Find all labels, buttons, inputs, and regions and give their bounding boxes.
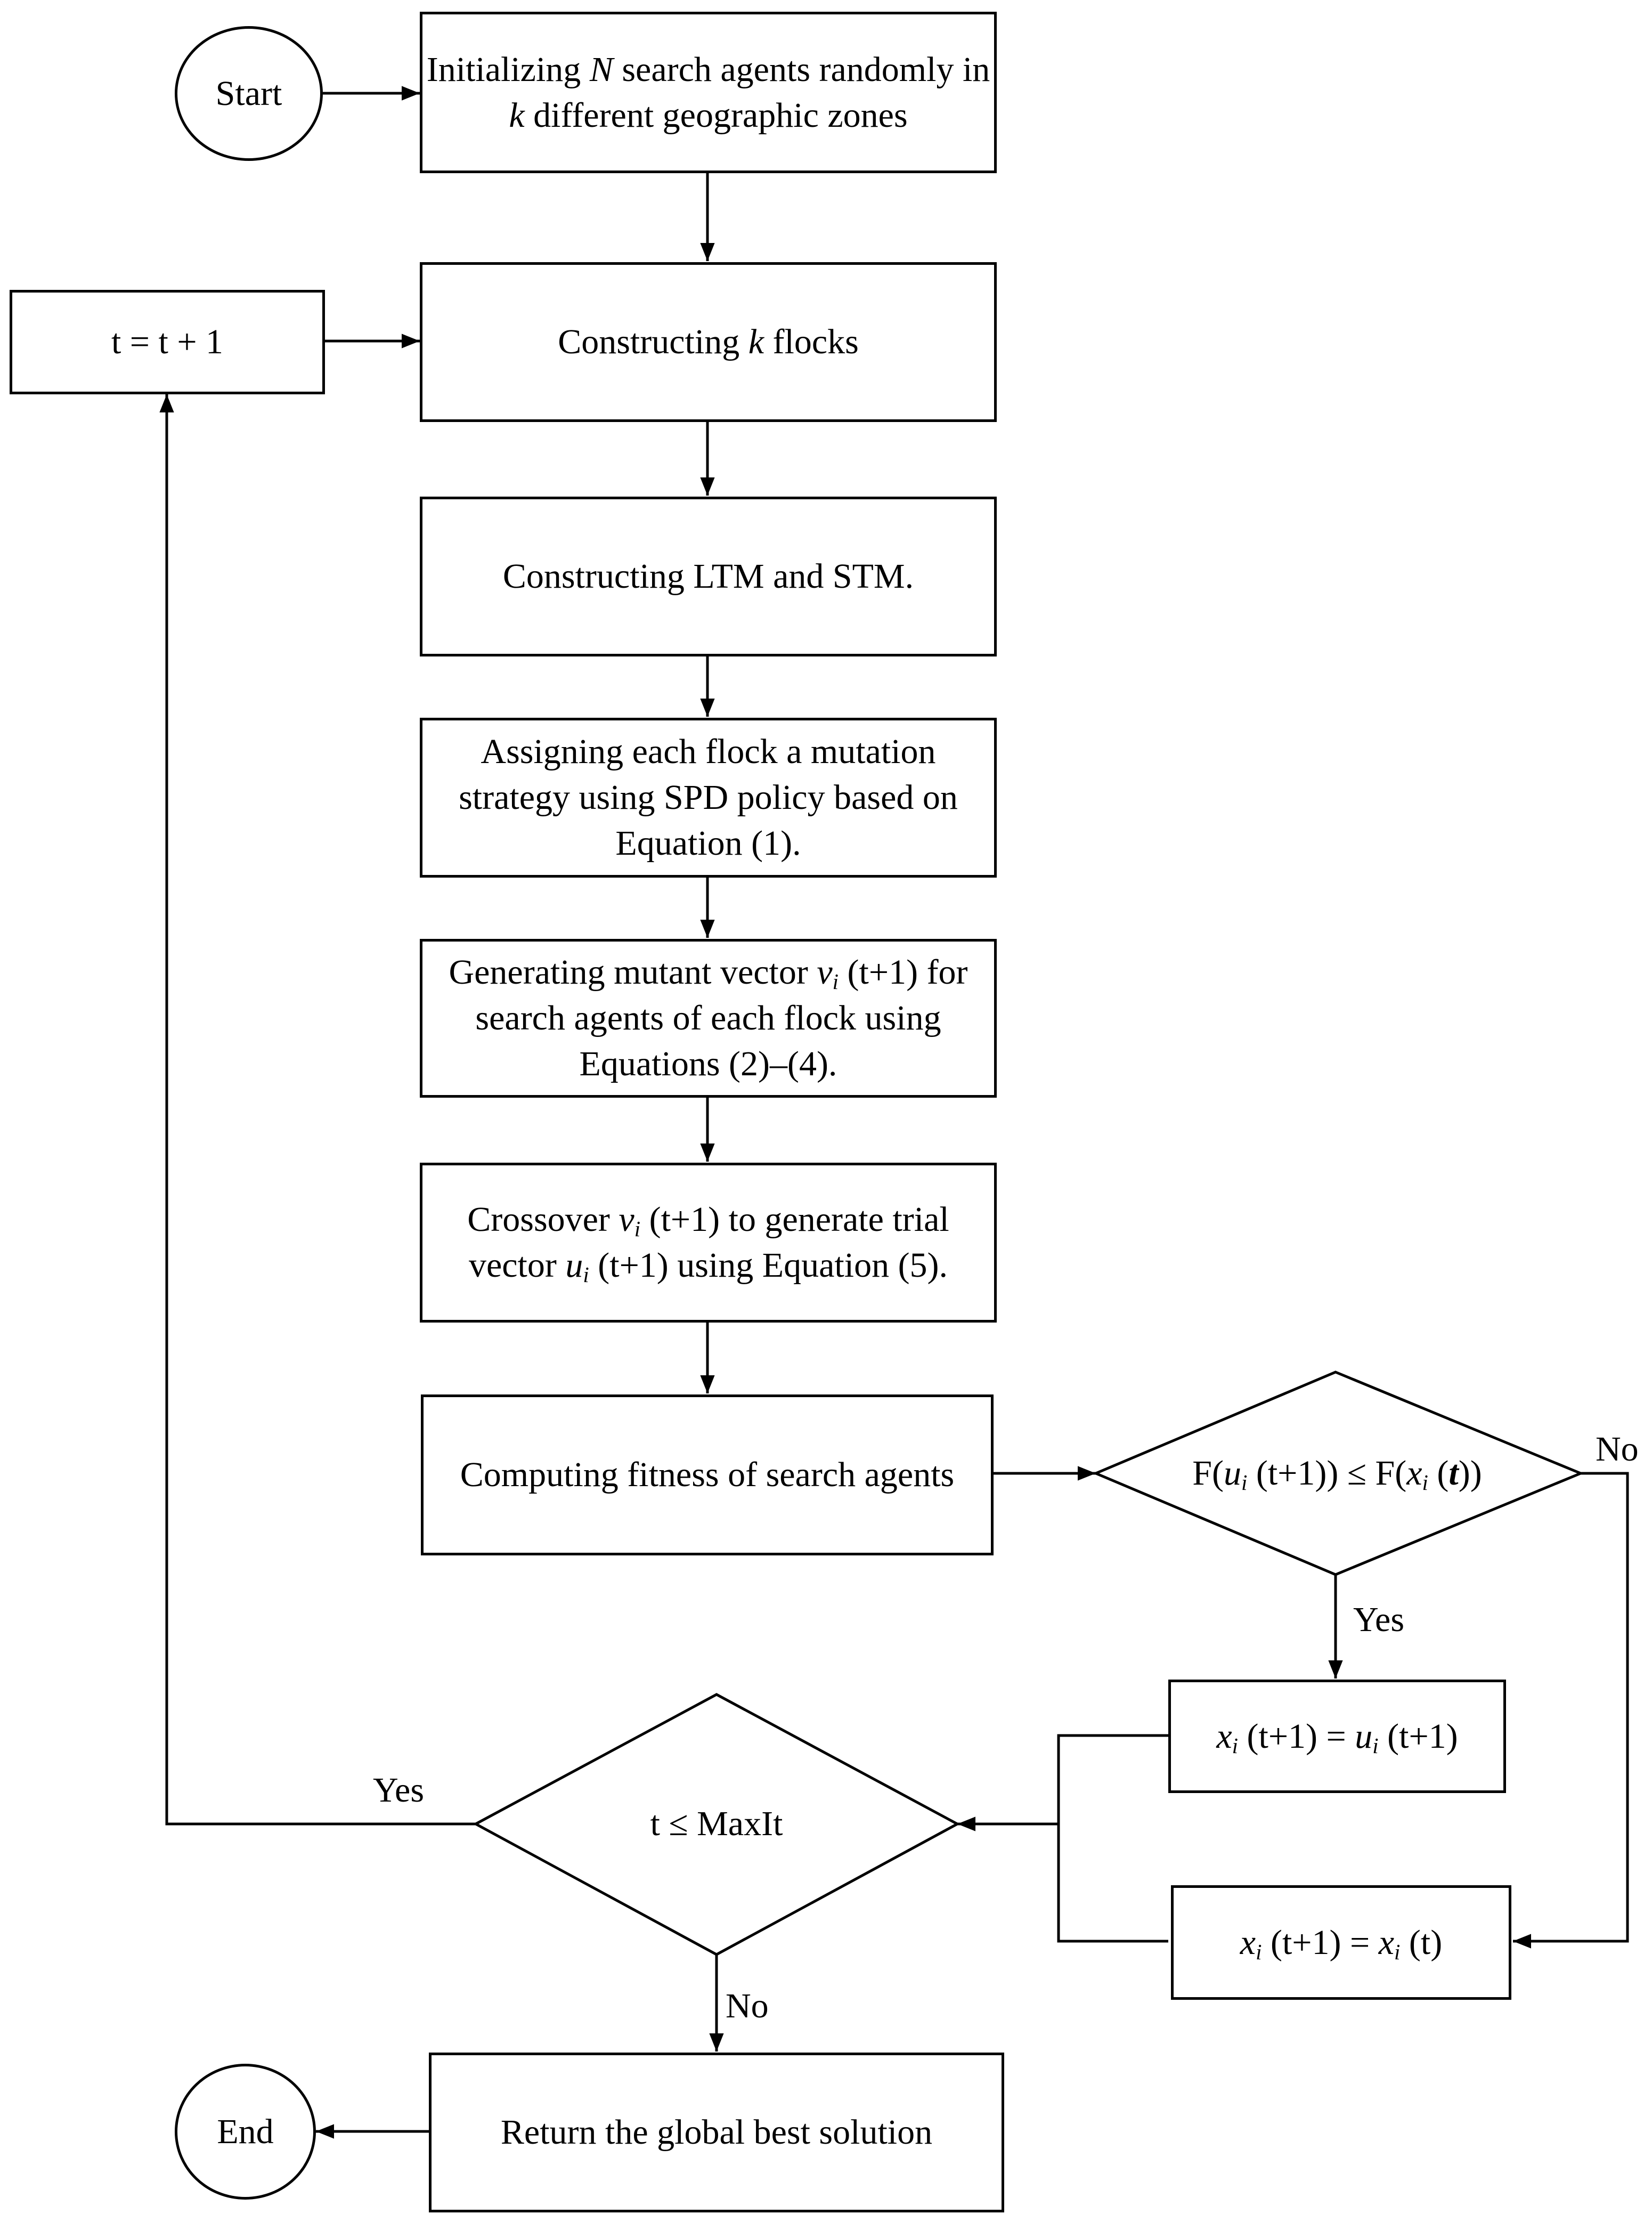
greedy-yes-label: Yes [1353,1600,1405,1639]
init-agents-label: Initializing N search agents randomly in… [426,50,990,135]
update-trial-box: xi (t+1) = ui (t+1) [1168,1680,1506,1793]
return-best-box: Return the global best solution [429,2053,1004,2212]
connector-trial-merge [1057,1734,1168,1943]
mutant-vector-label: Generating mutant vector vi (t+1) for se… [449,953,968,1083]
greedy-condition-label: F(ui (t+1)) ≤ F(xi (t)) [1192,1454,1482,1495]
greedy-no-label: No [1596,1430,1639,1469]
end-node: End [175,2064,316,2200]
construct-flocks-label: Constructing k flocks [558,322,859,361]
crossover-box: Crossover vi (t+1) to generate trial vec… [420,1163,997,1323]
start-node: Start [175,26,323,161]
assign-strategy-label: Assigning each flock a mutation strategy… [459,732,958,863]
greedy-decision-diamond [1092,1370,1584,1576]
mutant-vector-box: Generating mutant vector vi (t+1) for se… [420,939,997,1098]
arrow-greedy-no [1513,1472,1629,1949]
loop-no-label: No [726,1986,769,2025]
end-label: End [217,2112,274,2151]
construct-memory-box: Constructing LTM and STM. [420,497,997,656]
update-keep-box: xi (t+1) = xi (t) [1171,1885,1511,2000]
increment-box: t = t + 1 [10,290,325,394]
assign-strategy-box: Assigning each flock a mutation strategy… [420,718,997,878]
construct-flocks-box: Constructing k flocks [420,262,997,422]
loop-condition-label: t ≤ MaxIt [650,1804,783,1843]
update-trial-label: xi (t+1) = ui (t+1) [1216,1716,1458,1758]
arrow-loop-yes [159,394,476,1826]
compute-fitness-box: Computing fitness of search agents [421,1394,994,1555]
update-keep-label: xi (t+1) = xi (t) [1240,1923,1443,1964]
start-label: Start [215,74,282,113]
construct-memory-label: Constructing LTM and STM. [502,557,914,596]
crossover-label: Crossover vi (t+1) to generate trial vec… [467,1200,949,1287]
return-best-label: Return the global best solution [500,2113,933,2152]
increment-label: t = t + 1 [111,322,224,361]
compute-fitness-label: Computing fitness of search agents [460,1455,955,1494]
loop-decision-diamond [473,1693,961,1956]
loop-yes-label: Yes [373,1771,425,1810]
init-agents-box: Initializing N search agents randomly in… [420,12,997,173]
